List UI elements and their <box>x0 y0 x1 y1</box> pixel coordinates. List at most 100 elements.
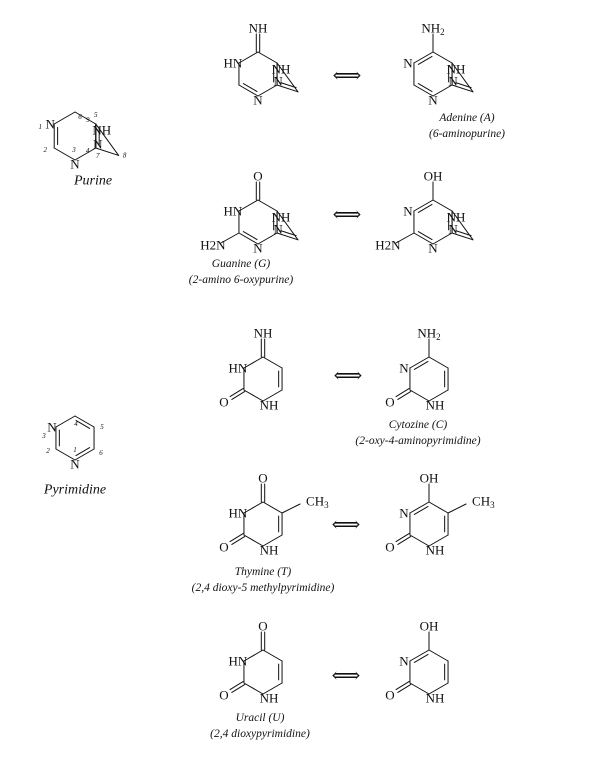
double-bond-line <box>242 231 258 241</box>
bond-line <box>95 147 120 156</box>
nitrogen-label: N <box>253 241 263 256</box>
nitrogen-label: N <box>253 93 263 108</box>
nitrogen-label: NH2 <box>417 326 440 343</box>
nitrogen-label: HN <box>229 506 248 521</box>
bond-line <box>428 649 449 662</box>
nitrogen-label: NH <box>254 326 273 341</box>
position-number: 9 <box>86 116 90 124</box>
bond-line <box>428 389 449 402</box>
double-bond-line <box>455 230 472 237</box>
bond-line <box>451 62 474 93</box>
nitrogen-label: N <box>448 74 458 89</box>
double-bond-line <box>280 82 297 89</box>
position-number: 3 <box>71 146 76 154</box>
nitrogen-label: N <box>70 457 80 472</box>
bond-line <box>74 448 95 461</box>
position-number: 5 <box>94 111 98 119</box>
bond-line <box>243 501 264 514</box>
bond-line <box>409 356 430 369</box>
double-bond-line <box>280 230 297 237</box>
exocyclic-double-bond <box>229 533 244 543</box>
exocyclic-double-bond <box>397 535 412 545</box>
bond-line <box>74 147 97 161</box>
bond-line <box>428 501 449 514</box>
systematic-name-caption: (2-oxy-4-aminopyrimidine) <box>355 435 480 447</box>
tautomer-equilibrium-arrow: ⟺ <box>332 514 361 536</box>
oxygen-label: O <box>385 688 394 703</box>
bond-line <box>262 501 283 514</box>
double-bond-line <box>413 505 429 515</box>
base-name-caption: Thymine (T) <box>235 566 292 578</box>
nitrogen-label: NH <box>426 543 445 558</box>
bond-line <box>413 84 434 97</box>
position-number: 6 <box>78 113 82 121</box>
structures-layer <box>53 33 474 695</box>
nitrogen-label: N <box>93 137 103 152</box>
bond-line <box>276 210 299 241</box>
bond-line <box>243 389 264 402</box>
exocyclic-bond <box>395 232 415 244</box>
bond-line <box>262 534 283 547</box>
nitrogen-label: H2N <box>200 238 226 253</box>
position-number: 4 <box>86 147 90 155</box>
position-number: 7 <box>96 152 100 160</box>
nitrogen-label: N <box>399 506 409 521</box>
nitrogen-label: N <box>448 222 458 237</box>
oxygen-label: OH <box>424 169 443 184</box>
purine-name: Purine <box>73 174 112 189</box>
position-number: 2 <box>43 146 47 154</box>
position-number: 1 <box>38 123 42 131</box>
bond-line <box>276 84 299 93</box>
position-number: 6 <box>99 449 103 457</box>
pyrimidine-name: Pyrimidine <box>43 483 106 498</box>
bond-line <box>55 415 76 428</box>
oxygen-label: O <box>219 395 228 410</box>
bond-line <box>74 415 95 428</box>
nitrogen-label: N <box>403 56 413 71</box>
bond-line <box>276 232 299 241</box>
tautomer-equilibrium-arrow: ⟺ <box>333 65 362 87</box>
nitrogen-label: N <box>399 361 409 376</box>
base-name-caption: Adenine (A) <box>438 112 494 124</box>
bond-line <box>451 232 474 241</box>
double-bond-line <box>413 653 429 663</box>
exocyclic-double-bond <box>231 683 246 693</box>
exocyclic-bond <box>220 232 240 244</box>
double-bond-line <box>455 82 472 89</box>
bond-line <box>428 682 449 695</box>
double-bond-line <box>417 55 433 65</box>
nitrogen-label: NH <box>426 398 445 413</box>
exocyclic-double-bond <box>395 388 410 398</box>
bond-line <box>243 682 264 695</box>
exocyclic-double-bond <box>397 683 412 693</box>
systematic-name-caption: (6-aminopurine) <box>429 128 505 140</box>
bond-line <box>243 534 264 547</box>
bond-line <box>257 232 278 245</box>
nitrogen-label: N <box>403 204 413 219</box>
nitrogen-label: NH <box>260 691 279 706</box>
oxygen-label: O <box>253 169 262 184</box>
bond-line <box>238 51 259 64</box>
bond-line <box>238 84 259 97</box>
position-number: 3 <box>41 432 46 440</box>
bond-line <box>238 199 259 212</box>
bond-line <box>432 199 453 212</box>
exocyclic-double-bond <box>231 390 246 400</box>
bond-line <box>238 232 259 245</box>
exocyclic-double-bond <box>229 388 244 398</box>
base-name-caption: Cytozine (C) <box>389 419 448 431</box>
base-name-caption: Guanine (G) <box>212 258 271 270</box>
bond-line <box>262 356 283 369</box>
exocyclic-double-bond <box>397 390 412 400</box>
nitrogen-label: NH <box>92 123 111 138</box>
oxygen-label: O <box>385 540 394 555</box>
bond-line <box>428 356 449 369</box>
bond-line <box>432 51 453 64</box>
bond-line <box>53 147 76 161</box>
position-number: 1 <box>73 446 77 454</box>
methyl-label: CH3 <box>306 494 329 511</box>
bond-line <box>257 51 278 64</box>
bond-line <box>243 356 264 369</box>
bond-line <box>243 649 264 662</box>
